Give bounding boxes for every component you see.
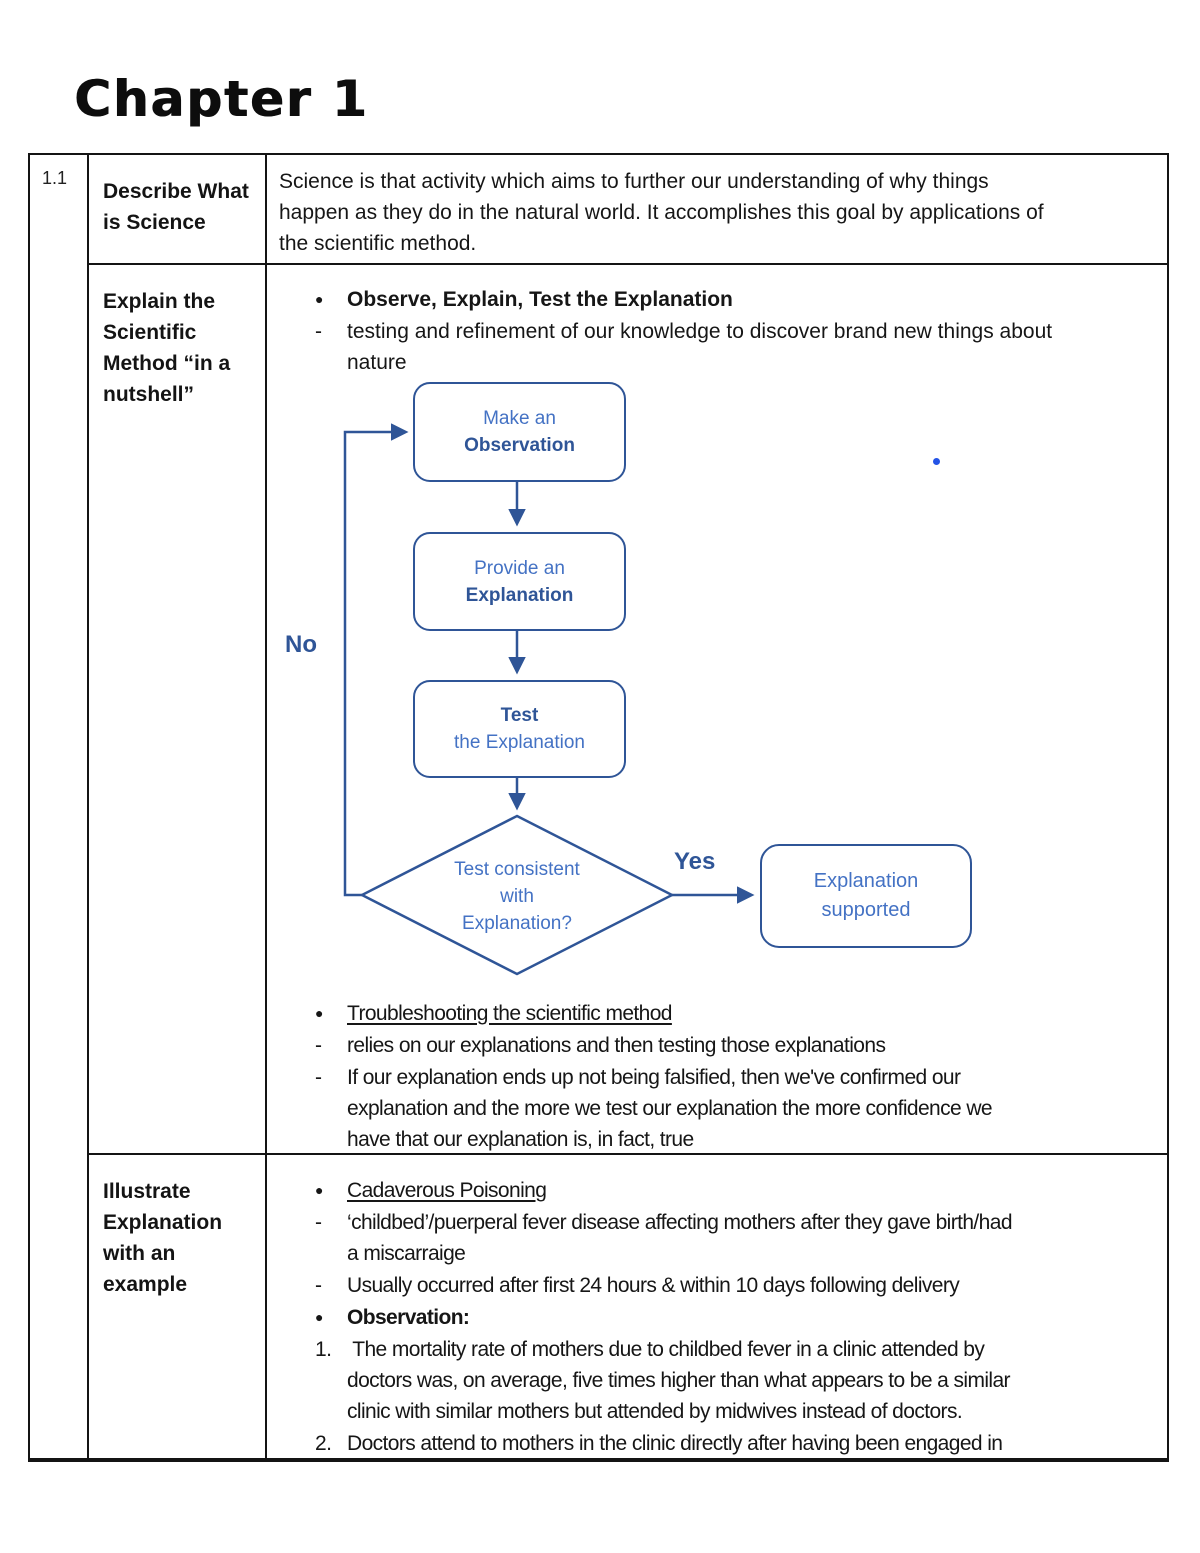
list-item-label: Doctors attend to mothers in the clinic … — [347, 1432, 1003, 1455]
list-item-label: Observe, Explain, Test the Explanation — [347, 288, 733, 311]
decision-diamond — [359, 814, 675, 976]
flow-result-explanation-supported: Explanation supported — [760, 844, 972, 948]
list-item: ● Cadaverous Poisoning — [315, 1175, 1127, 1206]
list-item-label: The mortality rate of mothers due to chi… — [347, 1338, 1011, 1423]
flow-decision-label: Test consistent with Explanation? — [454, 858, 580, 934]
row3-bullets: ● Cadaverous Poisoning - ‘childbed’/puer… — [267, 1155, 1167, 1459]
list-item-label: Troubleshooting the scientific method — [347, 1002, 672, 1025]
list-item-label: Observation: — [347, 1306, 470, 1329]
list-item: ● Troubleshooting the scientific method — [315, 998, 1155, 1029]
list-item: - testing and refinement of our knowledg… — [315, 316, 1145, 378]
list-item: - relies on our explanations and then te… — [315, 1030, 1155, 1061]
row2-bottom-bullets: ● Troubleshooting the scientific method … — [315, 998, 1155, 1156]
list-item-label: testing and refinement of our knowledge … — [347, 320, 1053, 374]
list-item: ● Observation: — [315, 1302, 1127, 1333]
flow-step-make-observation: Make an Observation — [413, 382, 626, 482]
flow-step-label: the Explanation — [454, 732, 585, 753]
row2-number-cell — [30, 265, 89, 1155]
row1-content: Science is that activity which aims to f… — [267, 155, 1167, 265]
number-marker: 2. — [315, 1432, 332, 1455]
bullet-icon: ● — [315, 291, 324, 307]
list-item: ● Observe, Explain, Test the Explanation — [315, 284, 1145, 315]
list-item: - ‘childbed’/puerperal fever disease aff… — [315, 1207, 1127, 1269]
list-item-label: If our explanation ends up not being fal… — [347, 1066, 993, 1151]
flow-step-label: Make an — [483, 408, 556, 429]
row1-heading: Describe What is Science — [89, 155, 267, 265]
flow-step-label: Test — [500, 705, 539, 726]
list-item-label: relies on our explanations and then test… — [347, 1034, 886, 1057]
row2-content: ● Observe, Explain, Test the Explanation… — [267, 265, 1167, 1155]
dash-icon: - — [315, 1274, 322, 1297]
row2-heading: Explain the Scientific Method “in a nuts… — [89, 265, 267, 1155]
row3-heading: Illustrate Explanation with an example — [89, 1155, 267, 1460]
bullet-icon: ● — [315, 1005, 323, 1021]
flow-step-label: Observation — [464, 435, 575, 456]
flow-step-provide-explanation: Provide an Explanation — [413, 532, 626, 631]
flow-step-test-explanation: Test the Explanation — [413, 680, 626, 778]
stray-ink-dot — [933, 458, 940, 465]
row3-number-cell — [30, 1155, 89, 1460]
list-item: 2. Doctors attend to mothers in the clin… — [315, 1428, 1127, 1459]
row2-top-bullets: ● Observe, Explain, Test the Explanation… — [315, 284, 1145, 379]
notes-table: 1.1 Describe What is Science Science is … — [28, 153, 1169, 1462]
section-number: 1.1 — [30, 155, 89, 265]
list-item: - Usually occurred after first 24 hours … — [315, 1270, 1127, 1301]
flow-yes-label: Yes — [674, 848, 716, 875]
dash-icon: - — [315, 1211, 322, 1234]
dash-icon: - — [315, 320, 322, 343]
flow-step-label: Provide an — [474, 557, 565, 579]
list-item: - If our explanation ends up not being f… — [315, 1062, 1155, 1155]
list-item: 1. The mortality rate of mothers due to … — [315, 1334, 1127, 1427]
list-item-label: Cadaverous Poisoning — [347, 1179, 547, 1202]
list-item-label: Usually occurred after first 24 hours & … — [347, 1274, 960, 1297]
bullet-icon: ● — [315, 1182, 323, 1198]
flow-no-label: No — [285, 631, 317, 658]
bullet-icon: ● — [315, 1309, 323, 1325]
flow-step-label: Explanation — [465, 584, 574, 606]
page-title: Chapter 1 — [74, 70, 369, 128]
dash-icon: - — [315, 1066, 322, 1089]
number-marker: 1. — [315, 1338, 332, 1361]
row3-content: ● Cadaverous Poisoning - ‘childbed’/puer… — [267, 1155, 1167, 1460]
list-item-label: ‘childbed’/puerperal fever disease affec… — [347, 1211, 1013, 1265]
dash-icon: - — [315, 1034, 322, 1057]
